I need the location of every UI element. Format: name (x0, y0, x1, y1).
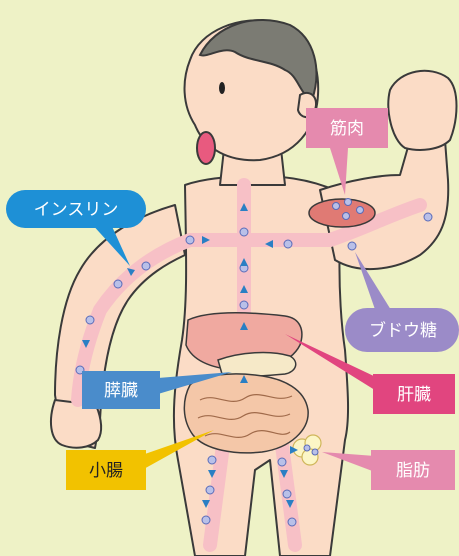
muscle-label: 筋肉 (330, 119, 364, 139)
liver-label: 肝臓 (397, 385, 431, 405)
right-fist (388, 71, 456, 150)
pancreas (218, 353, 296, 377)
glucose-label: ブドウ糖 (369, 320, 437, 341)
muscle (309, 199, 375, 227)
small-intestine (184, 374, 308, 453)
insulin-label: インスリン (34, 200, 119, 220)
fat-label: 脂肪 (396, 461, 430, 481)
eye (219, 82, 225, 94)
pancreas-label: 膵臓 (104, 381, 138, 401)
small-intestine-label: 小腸 (89, 461, 123, 481)
mouth (197, 132, 215, 164)
